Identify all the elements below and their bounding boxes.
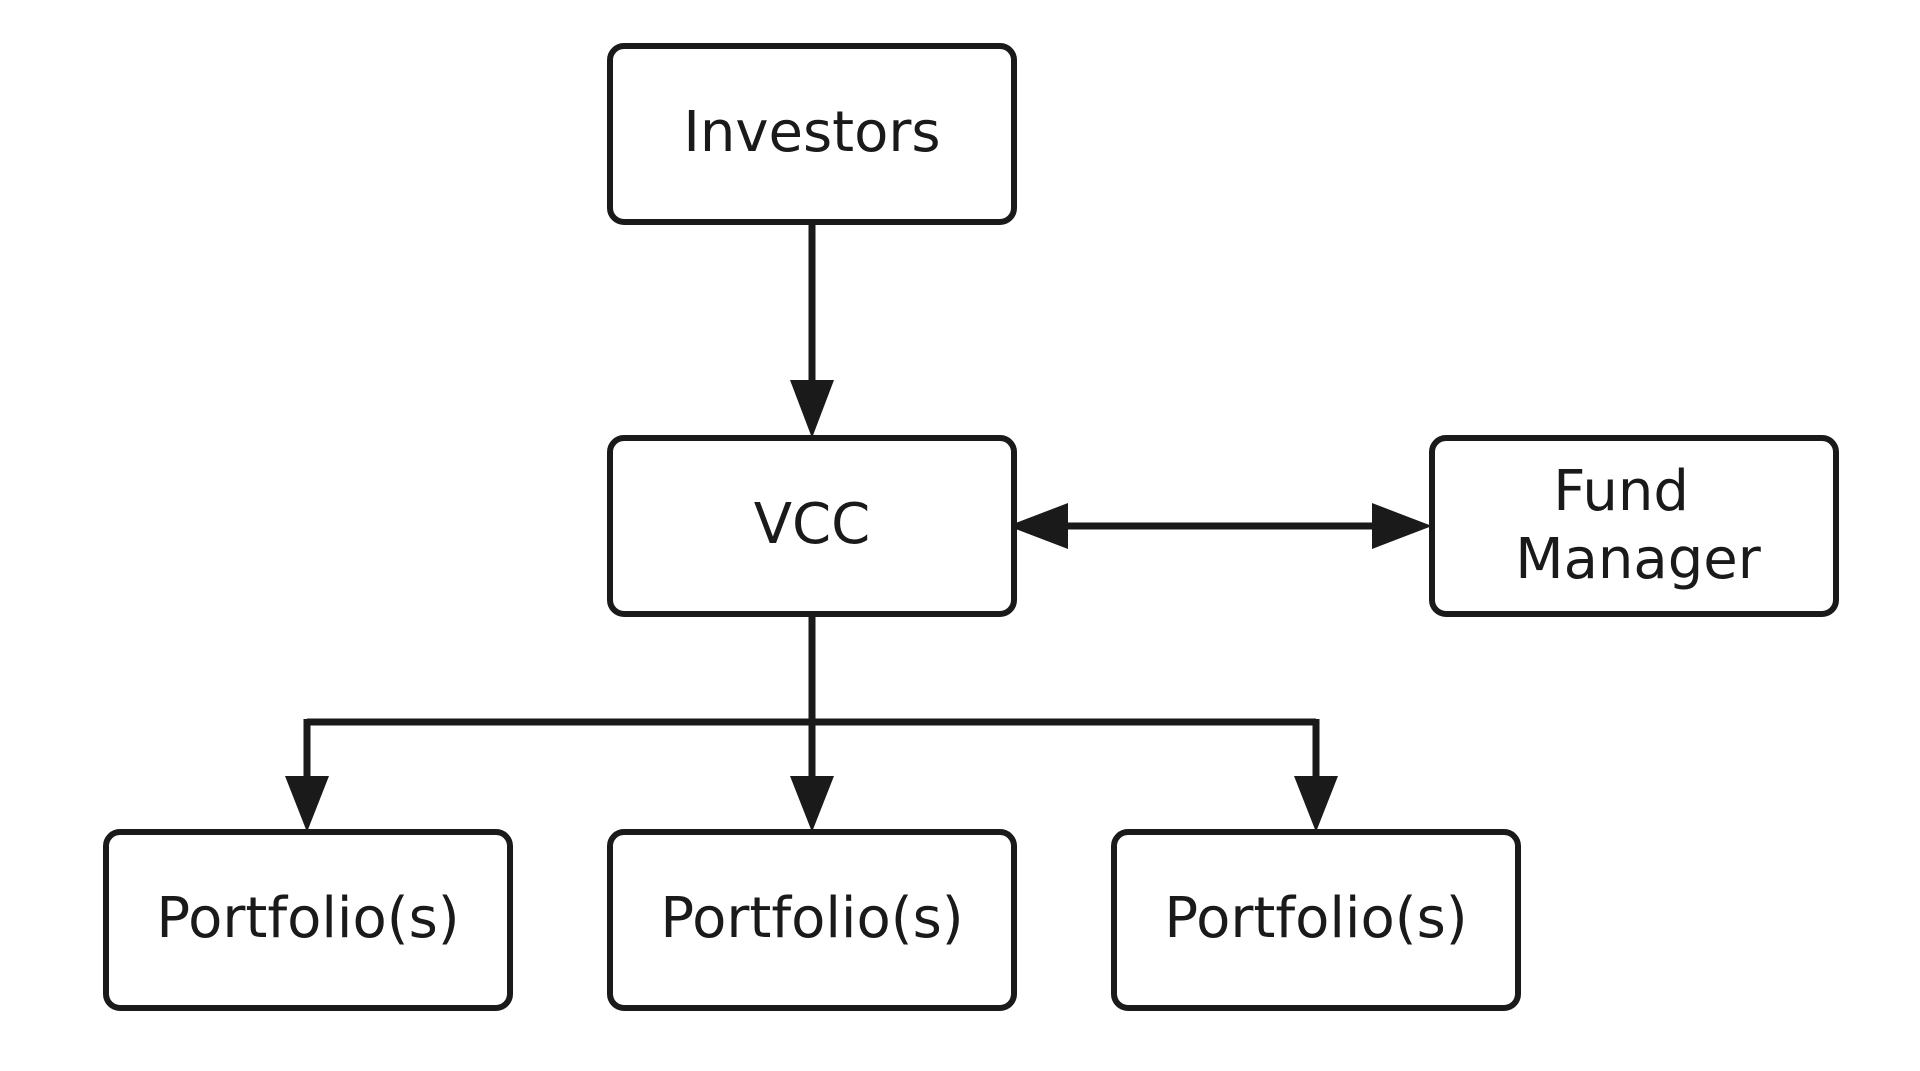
edges: [285, 222, 1432, 832]
node-portfolio-1-label: Portfolio(s): [156, 886, 459, 951]
arrowhead-into-portfolio-3: [1294, 776, 1338, 832]
node-fund-manager-label-line-1: Fund: [1553, 459, 1689, 524]
node-investors-label: Investors: [683, 100, 940, 165]
node-fund-manager: Fund Manager: [1429, 435, 1839, 617]
arrowhead-into-vcc: [790, 380, 834, 438]
node-portfolio-2: Portfolio(s): [607, 829, 1017, 1011]
node-portfolio-3: Portfolio(s): [1111, 829, 1521, 1011]
node-portfolio-2-label: Portfolio(s): [660, 886, 963, 951]
node-investors: Investors: [607, 43, 1017, 225]
arrowhead-into-portfolio-1: [285, 776, 329, 832]
arrowhead-into-vcc-from-fund-manager: [1008, 503, 1068, 549]
node-vcc: VCC: [607, 435, 1017, 617]
node-fund-manager-label-line-2: Manager: [1515, 527, 1761, 592]
arrowhead-into-fund-manager: [1372, 503, 1432, 549]
node-portfolio-1: Portfolio(s): [103, 829, 513, 1011]
node-portfolio-3-label: Portfolio(s): [1164, 886, 1467, 951]
arrowhead-into-portfolio-2: [790, 776, 834, 832]
node-fund-manager-label: Fund Manager: [1515, 459, 1761, 592]
node-vcc-label: VCC: [754, 492, 871, 557]
